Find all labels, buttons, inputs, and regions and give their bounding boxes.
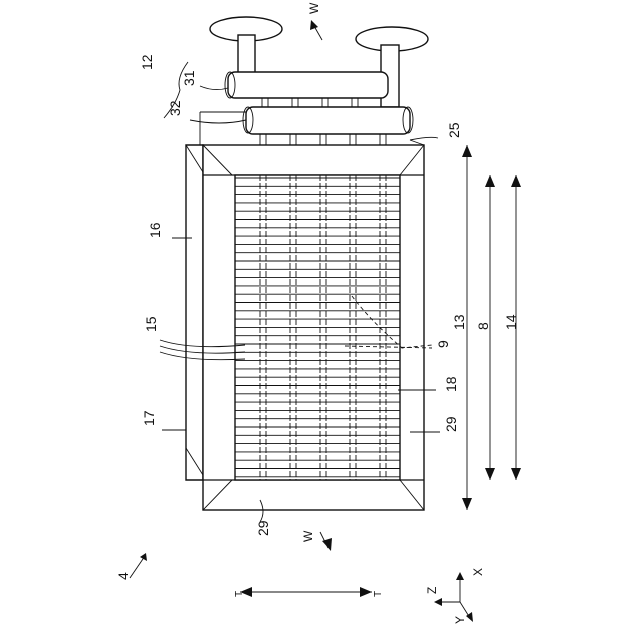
label-31: 31 (181, 70, 197, 86)
axis-label-y: Y (453, 616, 467, 624)
side-plate (186, 145, 203, 480)
header-assembly (200, 17, 428, 146)
header-pipe-31 (228, 72, 388, 98)
exchanger-body (186, 145, 424, 510)
coordinate-axes (434, 572, 473, 622)
axis-label-z: Z (425, 587, 439, 594)
label-w-top: W (307, 2, 321, 14)
label-13: 13 (451, 314, 467, 330)
axis-label-x: X (471, 568, 485, 576)
label-16: 16 (147, 222, 163, 238)
horizontal-double-arrow: T T (234, 587, 384, 597)
label-9: 9 (435, 340, 451, 348)
left-vertical-pipe (238, 35, 255, 75)
label-14: 14 (503, 314, 519, 330)
label-8: 8 (475, 322, 491, 330)
label-18: 18 (443, 376, 459, 392)
label-17: 17 (141, 410, 157, 426)
svg-text:T: T (234, 591, 245, 597)
svg-text:T: T (373, 591, 384, 597)
label-29-right: 29 (443, 416, 459, 432)
label-12: 12 (139, 54, 155, 70)
label-32: 32 (167, 100, 183, 116)
direction-arrow-4 (130, 553, 147, 578)
label-25: 25 (446, 122, 462, 138)
label-15: 15 (143, 316, 159, 332)
label-4: 4 (115, 572, 131, 580)
header-pipe-32 (246, 107, 410, 134)
header-outlet-tubes (260, 134, 386, 146)
label-29-bottom: 29 (255, 520, 271, 536)
label-w-bottom: W (301, 530, 315, 542)
